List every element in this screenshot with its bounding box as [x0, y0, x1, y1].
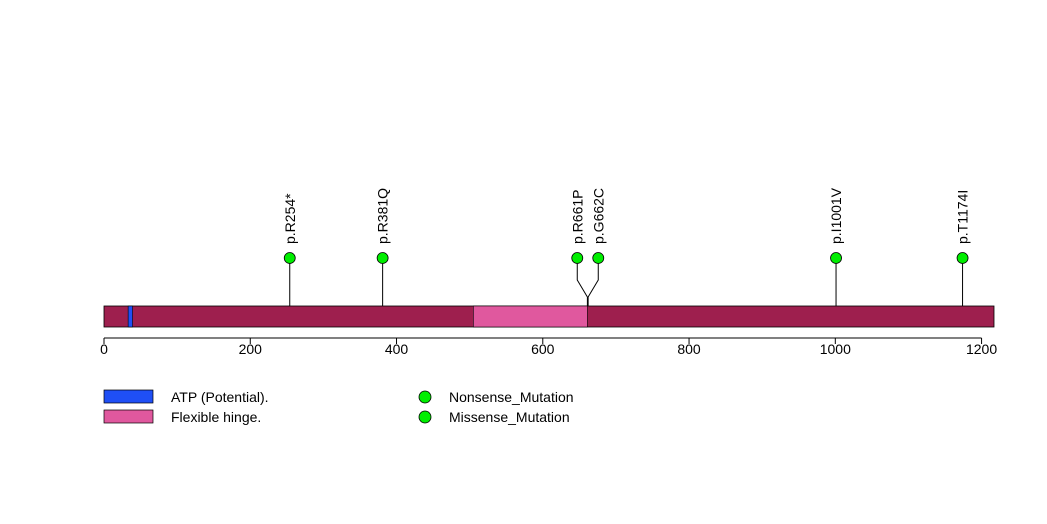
x-tick-label-600: 600 [531, 341, 555, 357]
legend-marker-nonsense-mutation [418, 390, 432, 404]
label-p-r381q: p.R381Q [375, 188, 391, 244]
legend: ATP (Potential). Flexible hinge. Nonsense_… [103, 389, 574, 425]
legend-marker-missense-mutation [418, 410, 432, 424]
x-axis: 0 200 400 600 800 1000 1200 [100, 337, 997, 357]
marker-p-r381q [376, 252, 389, 264]
x-tick-label-200: 200 [239, 341, 263, 357]
marker-p-t1174i [956, 252, 969, 264]
legend-label-domain-1: ATP (Potential). [171, 389, 269, 405]
legend-swatch-domain-1 [103, 389, 154, 404]
label-p-r254-: p.R254* [282, 193, 298, 244]
x-tick-label-1200: 1200 [966, 341, 997, 357]
marker-p-i1001v [830, 252, 842, 264]
marker-p-r661p [571, 252, 584, 264]
protein-backbone-layer [103, 305, 995, 328]
x-tick-label-0: 0 [100, 341, 108, 357]
legend-label-domain-2: Flexible hinge. [171, 409, 261, 425]
marker-p-r254- [283, 252, 296, 264]
mutation-markers [283, 252, 969, 264]
domain-1 [127, 305, 133, 328]
x-tick-label-1000: 1000 [820, 341, 851, 357]
x-tick-label-400: 400 [385, 341, 409, 357]
legend-label-nonsense-mutation: Nonsense_Mutation [449, 389, 574, 405]
label-p-g662c: p.G662C [590, 188, 606, 244]
marker-p-g662c [592, 252, 605, 264]
domain-2 [473, 305, 588, 328]
mutation-labels: p.R254* p.R381Q p.R661P p.G662C p.I1001V p.T1… [282, 187, 971, 244]
label-p-r661p: p.R661P [569, 190, 585, 244]
label-p-t1174i: p.T1174I [955, 190, 971, 244]
legend-swatch-domain-2 [103, 409, 154, 424]
label-p-i1001v: p.I1001V [828, 187, 844, 244]
x-tick-label-800: 800 [677, 341, 701, 357]
legend-label-missense-mutation: Missense_Mutation [449, 409, 570, 425]
